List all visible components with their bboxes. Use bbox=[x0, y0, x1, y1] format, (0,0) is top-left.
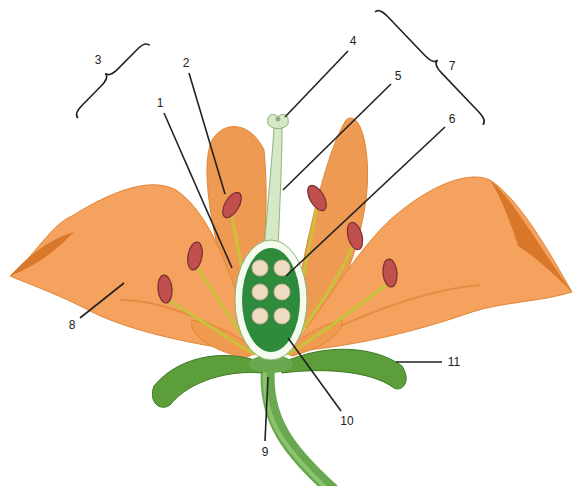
bracket bbox=[69, 37, 149, 118]
ovary bbox=[242, 248, 300, 352]
label-slot: 8 bbox=[69, 318, 76, 332]
label-slot: 2 bbox=[183, 56, 190, 70]
ovules bbox=[252, 260, 290, 324]
stem-highlight bbox=[265, 372, 326, 486]
stigma-dot bbox=[276, 117, 281, 122]
label-slot: 9 bbox=[262, 445, 269, 459]
leader-lines bbox=[80, 51, 445, 441]
style bbox=[264, 128, 282, 250]
label-slot: 5 bbox=[395, 69, 402, 83]
label-slot: 7 bbox=[449, 59, 456, 73]
callout-number: 11 bbox=[448, 355, 460, 369]
petal-fold bbox=[490, 180, 572, 292]
callout-number: 3 bbox=[95, 53, 102, 67]
label-slot: 11 bbox=[448, 355, 460, 369]
sepal bbox=[152, 355, 265, 407]
ovary-wall bbox=[235, 240, 307, 360]
label-slot: 3 bbox=[95, 53, 102, 67]
label-slot: 6 bbox=[449, 112, 456, 126]
callout-number: 2 bbox=[183, 56, 190, 70]
callout-number: 9 bbox=[262, 445, 269, 459]
callout-number: 6 bbox=[449, 112, 456, 126]
callout-number: 1 bbox=[157, 96, 164, 110]
label-slot: 4 bbox=[350, 34, 357, 48]
callout-number: 5 bbox=[395, 69, 402, 83]
callout-number: 4 bbox=[350, 34, 357, 48]
bracket bbox=[375, 4, 491, 125]
callout-number: 8 bbox=[69, 318, 76, 332]
callout-number: 7 bbox=[449, 59, 456, 73]
label-slot: 10 bbox=[340, 414, 353, 428]
callout-number: 10 bbox=[340, 414, 353, 428]
petal-fold bbox=[10, 232, 74, 276]
label-slot: 1 bbox=[157, 96, 164, 110]
sepal bbox=[280, 349, 406, 389]
